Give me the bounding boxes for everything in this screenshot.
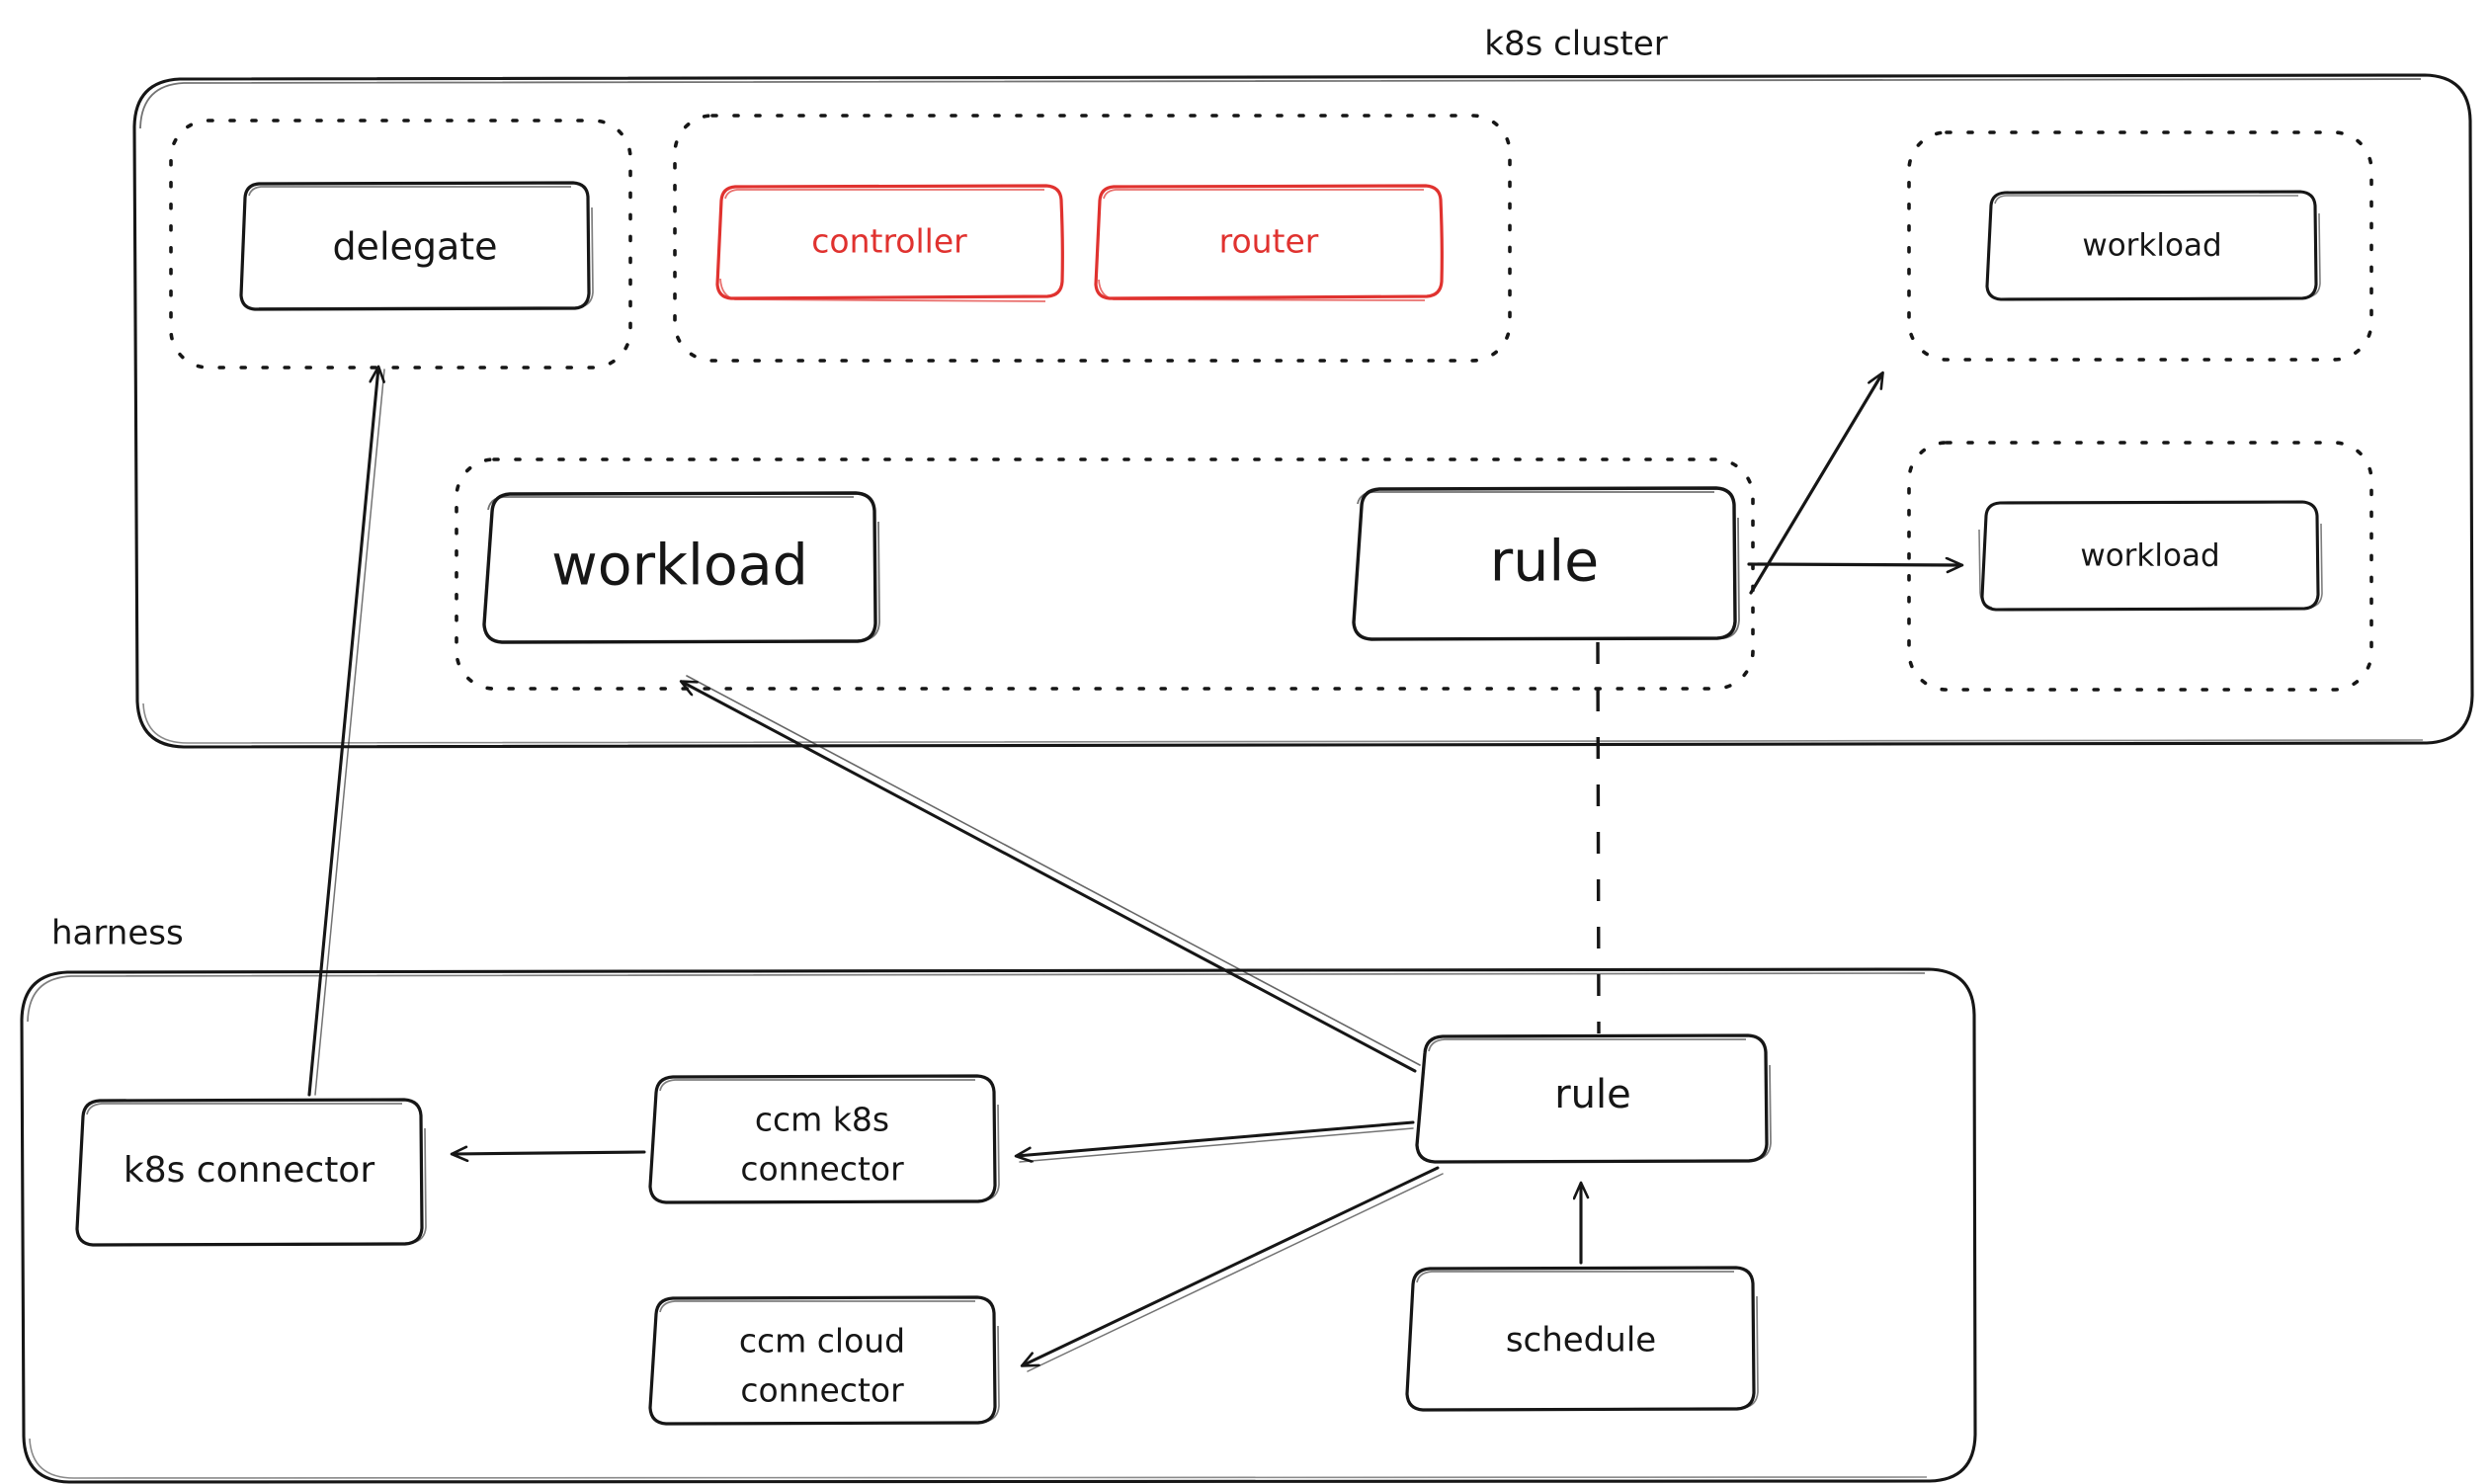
edge-rule-harness-to-workload-main bbox=[682, 675, 1421, 1073]
node-delegate-label: delegate bbox=[332, 225, 497, 269]
node-k8s-connector[interactable]: k8s connector bbox=[75, 1098, 427, 1247]
workload-bottom-right-group bbox=[1907, 441, 2373, 692]
node-workload-top-right-label: workload bbox=[2082, 228, 2221, 264]
k8s-cluster-label: k8s cluster bbox=[1484, 25, 1667, 64]
harness-container bbox=[20, 967, 1977, 1484]
node-router-label: router bbox=[1219, 222, 1319, 261]
edge-rule-harness-to-ccm-cloud-connector bbox=[1023, 1166, 1444, 1372]
edge-rule-harness-to-ccm-k8s-connector bbox=[1017, 1120, 1415, 1162]
node-controller[interactable]: controller bbox=[715, 184, 1064, 302]
node-rule-cluster-label: rule bbox=[1490, 530, 1599, 595]
node-schedule-label: schedule bbox=[1506, 1321, 1656, 1360]
node-ccm-k8s-connector-label-line1: ccm k8s bbox=[755, 1101, 889, 1139]
node-workload-bottom-right-label: workload bbox=[2080, 538, 2219, 574]
node-rule-harness[interactable]: rule bbox=[1415, 1033, 1772, 1164]
edge-rule-cluster-to-workload-top-right bbox=[1749, 373, 1882, 595]
node-k8s-connector-label: k8s connector bbox=[124, 1150, 374, 1191]
node-controller-label: controller bbox=[811, 222, 967, 261]
edge-rule-cluster-to-workload-bottom-right bbox=[1747, 564, 1961, 565]
node-workload-main[interactable]: workload bbox=[482, 491, 880, 644]
k8s-cluster-container bbox=[132, 73, 2474, 749]
node-rule-harness-label: rule bbox=[1554, 1072, 1631, 1117]
edge-rule-cluster-to-rule-harness bbox=[1596, 641, 1601, 1034]
node-workload-top-right[interactable]: workload bbox=[1985, 190, 2321, 301]
harness-label: harness bbox=[51, 914, 184, 953]
node-workload-bottom-right[interactable]: workload bbox=[1978, 500, 2323, 612]
edge-k8s-connector-to-delegate bbox=[307, 368, 384, 1097]
node-workload-main-label: workload bbox=[551, 534, 808, 599]
node-ccm-k8s-connector-label-line2: connector bbox=[740, 1150, 904, 1189]
node-rule-cluster[interactable]: rule bbox=[1352, 486, 1740, 641]
node-schedule[interactable]: schedule bbox=[1405, 1266, 1759, 1412]
node-ccm-cloud-connector-label-line1: ccm cloud bbox=[739, 1322, 905, 1360]
workload-rule-group bbox=[455, 457, 1755, 691]
edge-ccm-k8s-connector-to-k8s-connector bbox=[453, 1152, 646, 1154]
node-ccm-k8s-connector[interactable]: ccm k8s connector bbox=[648, 1074, 1000, 1204]
node-ccm-cloud-connector-label-line2: connector bbox=[740, 1371, 904, 1410]
node-delegate[interactable]: delegate bbox=[239, 181, 594, 311]
node-router[interactable]: router bbox=[1094, 184, 1444, 301]
node-ccm-cloud-connector[interactable]: ccm cloud connector bbox=[648, 1295, 1000, 1426]
workload-top-right-group bbox=[1907, 130, 2373, 362]
